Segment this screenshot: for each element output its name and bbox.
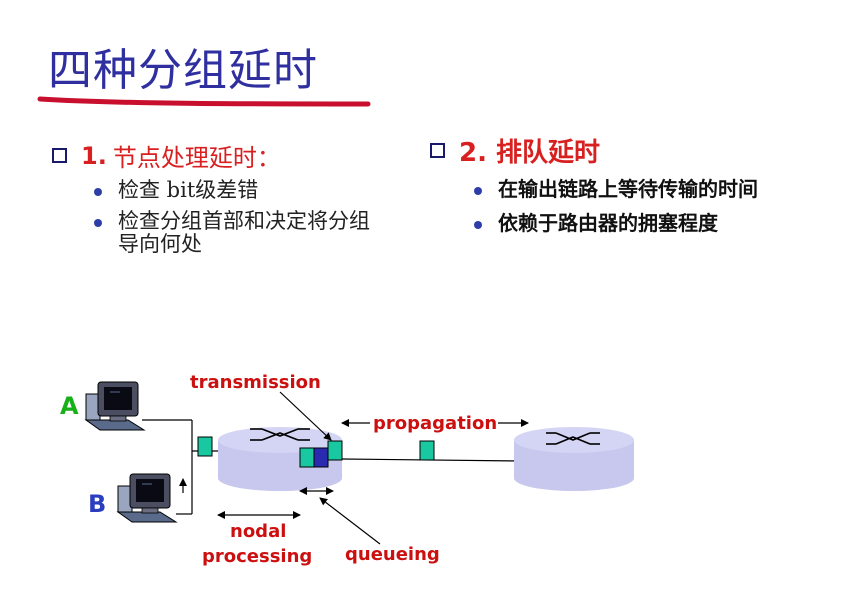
propagation-label: propagation — [373, 413, 497, 434]
router-right — [514, 427, 634, 491]
section-nodal-processing: 1. 节点处理延时： 检查 bit级差错 检查分组首部和决定将分组导向何处 — [52, 138, 382, 264]
bullet-dot-icon — [94, 188, 102, 196]
annotation-arrows — [179, 391, 529, 545]
bullet-dot-icon — [474, 187, 482, 195]
host-a-label: A — [60, 392, 79, 420]
packet-incoming — [197, 436, 213, 457]
packet-queued-2 — [313, 447, 329, 468]
section-queueing: 2. 排队延时 在输出链路上等待传输的时间 依赖于路由器的拥塞程度 — [430, 132, 772, 245]
router-switch-icon — [250, 428, 310, 441]
list-item: 检查 bit级差错 — [92, 179, 382, 202]
section2-bullets: 在输出链路上等待传输的时间 依赖于路由器的拥塞程度 — [472, 177, 772, 236]
nodal-processing-label-line1: nodal — [230, 521, 286, 542]
packet-propagating — [419, 440, 435, 461]
router-switch-icon — [546, 432, 600, 445]
packet-transmitting — [327, 440, 343, 461]
packet-queued-1 — [299, 447, 315, 468]
nodal-processing-label-line2: processing — [202, 546, 312, 567]
section1-title: 节点处理延时： — [112, 144, 281, 172]
queueing-label: queueing — [345, 544, 440, 565]
section1-number: 1. — [81, 141, 107, 170]
bullet-dot-icon — [94, 219, 102, 227]
section2-title: 2. 排队延时 — [459, 138, 601, 168]
title-underline — [37, 96, 371, 107]
computer-icon — [84, 381, 146, 431]
bullet-dot-icon — [474, 221, 482, 229]
transmission-label: transmission — [190, 372, 321, 393]
checkbox-bullet-icon — [430, 143, 445, 158]
section2-heading: 2. 排队延时 — [430, 132, 772, 169]
section1-heading: 1. 节点处理延时： — [52, 138, 382, 173]
list-item: 在输出链路上等待传输的时间 — [472, 177, 772, 202]
page-title: 四种分组延时 — [48, 45, 318, 96]
computer-icon — [116, 473, 178, 523]
section1-bullets: 检查 bit级差错 检查分组首部和决定将分组导向何处 — [92, 179, 382, 256]
checkbox-bullet-icon — [52, 148, 67, 163]
list-item: 检查分组首部和决定将分组导向何处 — [92, 210, 382, 256]
host-b-label: B — [88, 490, 106, 518]
list-item: 依赖于路由器的拥塞程度 — [472, 211, 772, 236]
